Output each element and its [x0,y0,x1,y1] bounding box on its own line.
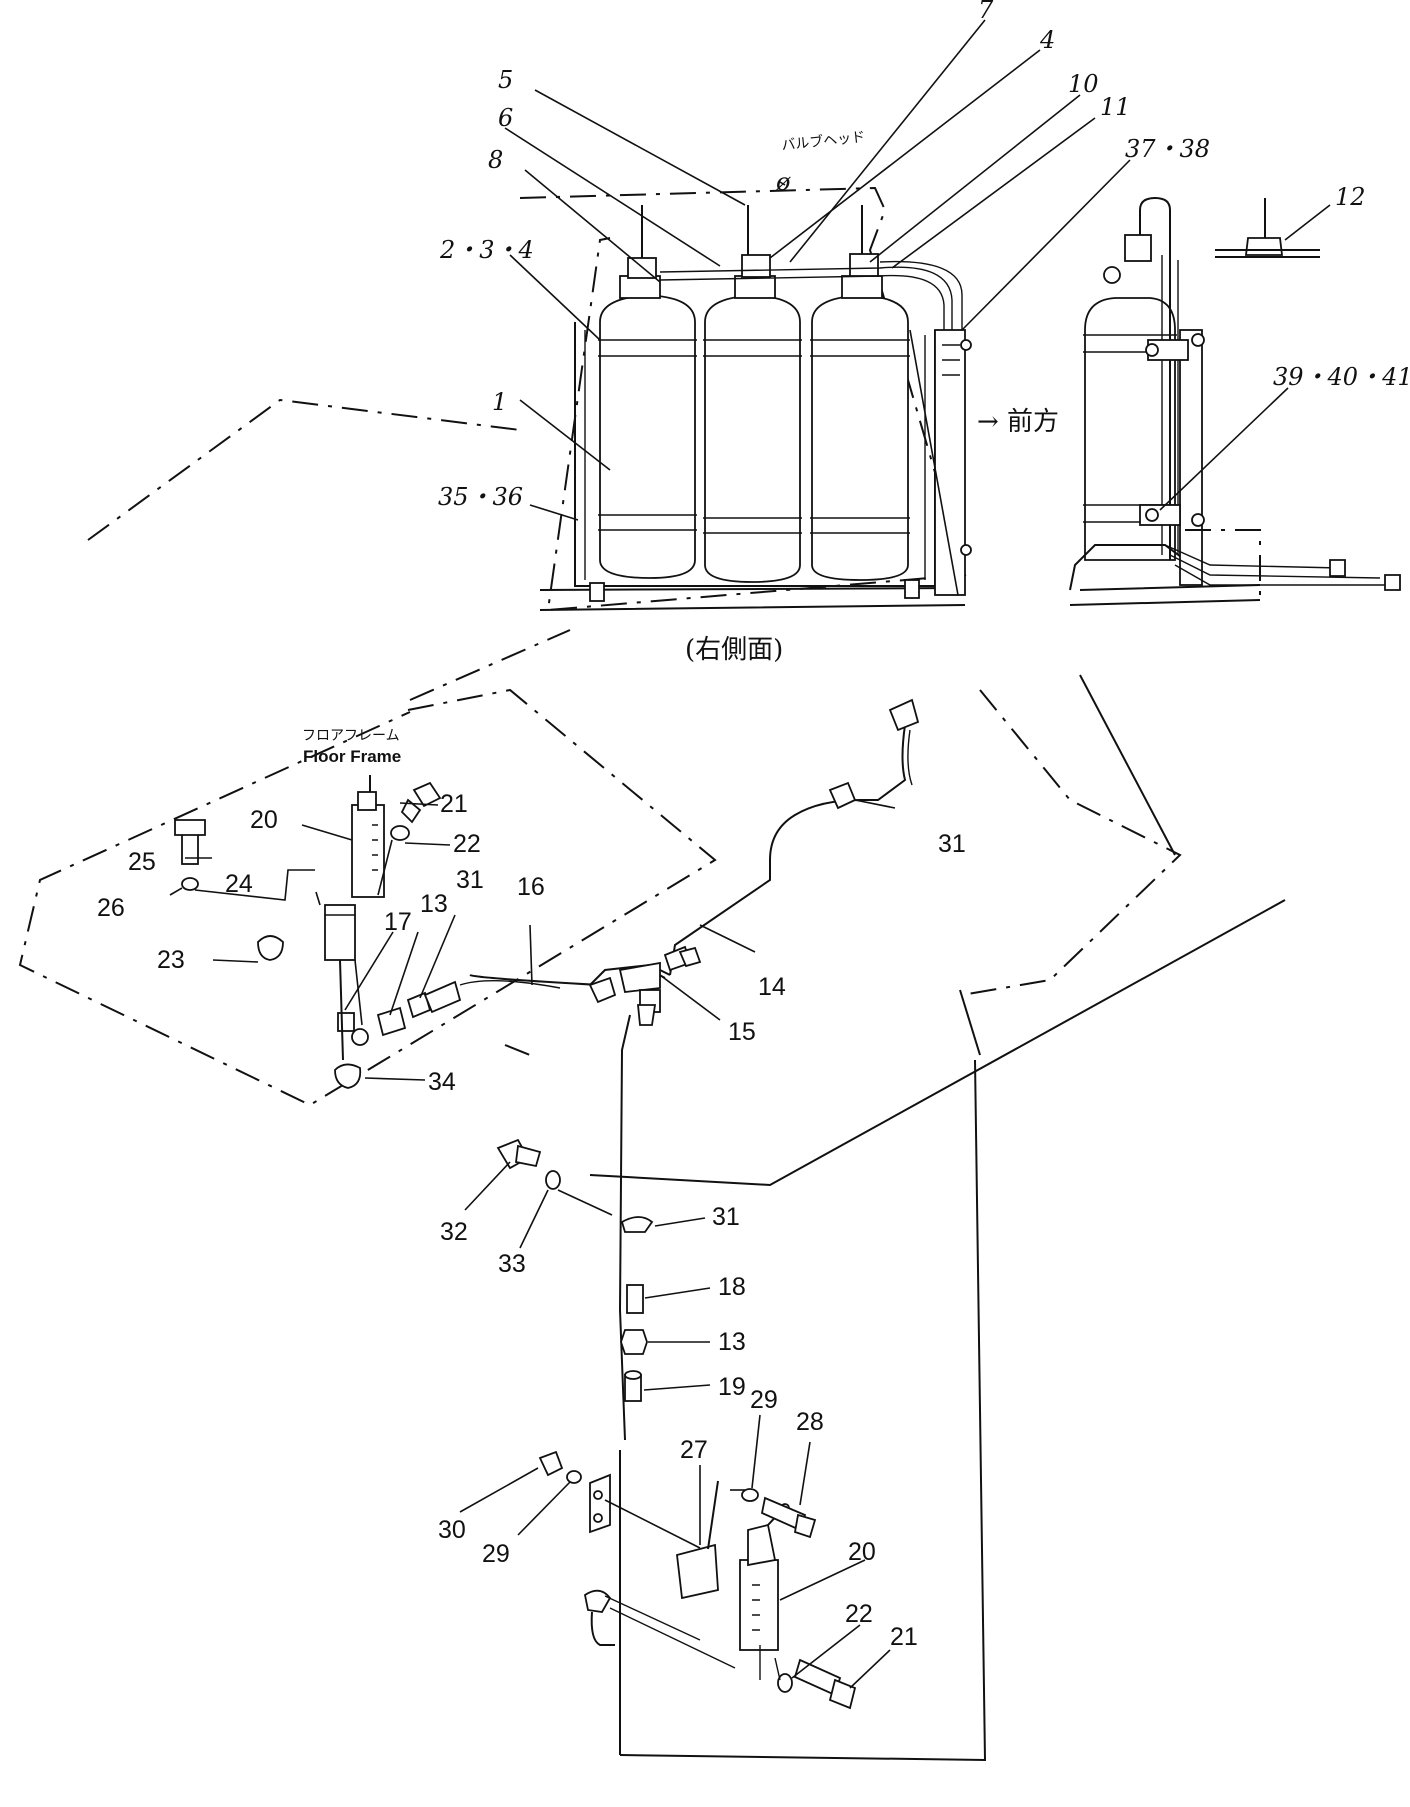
labels-lower: フロアフレーム Floor Frame 21 20 22 25 24 26 23… [97,728,966,1651]
callout-22b: 22 [845,1600,873,1628]
callout-30: 30 [438,1516,466,1544]
callout-39-40-41: 39・40・41 [1273,363,1410,391]
callout-13b: 13 [718,1328,746,1356]
callout-2-3-4: 2・3・4 [439,236,534,264]
callout-29b: 29 [482,1540,510,1568]
callout-22a: 22 [453,830,481,858]
callout-14: 14 [758,973,786,1001]
floor-frame-jp: フロアフレーム [302,728,400,744]
view-caption: (右側面) [685,635,783,665]
callout-24: 24 [225,870,253,898]
leaders-top [504,19,1331,521]
callout-13a: 13 [420,890,448,918]
cylinder-assembly [519,186,972,612]
front-arrow-caption: → 前方 [977,407,1059,437]
callout-16: 16 [517,873,545,901]
labels-top: 7 4 5 10 11 6 バルブヘッド ø 8 37・38 12 2・3・4 … [438,0,1410,665]
callout-35-36: 35・36 [438,483,523,511]
callout-20a: 20 [250,806,278,834]
callout-26: 26 [97,894,125,922]
valve-head-marker: ø [775,168,791,196]
tee-fitting [1215,198,1320,258]
chassis-ref-line [961,689,1182,996]
cylinder-middle [703,205,802,583]
callout-33: 33 [498,1250,526,1278]
callout-27: 27 [680,1436,708,1464]
callout-20b: 20 [848,1538,876,1566]
floor-frame-parts [174,775,561,1089]
lower-parts [496,1138,857,1710]
pipe-route [469,698,920,1441]
callout-28: 28 [796,1408,824,1436]
callout-12: 12 [1335,183,1366,211]
frame-ref-line [87,398,521,541]
callout-4: 4 [1039,26,1055,54]
callout-31a: 31 [456,866,484,894]
callout-31c: 31 [712,1203,740,1231]
callout-23: 23 [157,946,185,974]
callout-31b: 31 [938,830,966,858]
callout-15: 15 [728,1018,756,1046]
callout-10: 10 [1068,70,1099,98]
callout-18: 18 [718,1273,746,1301]
callout-21b: 21 [890,1623,918,1651]
cylinder-left [598,205,697,579]
callout-7: 7 [978,0,994,24]
valve-head-caption: バルブヘッド [781,128,866,154]
callout-32: 32 [440,1218,468,1246]
callout-19: 19 [718,1373,746,1401]
callout-8: 8 [488,146,503,174]
floor-frame-en: Floor Frame [303,747,401,766]
callout-5: 5 [498,66,513,94]
cylinder-side-view [1069,196,1401,606]
floor-frame-panel [18,688,717,1107]
leaders-lower [169,799,896,1689]
callout-21a: 21 [440,790,468,818]
callout-34: 34 [428,1068,456,1096]
fitting-cluster [588,945,702,1026]
cylinder-right [810,205,910,581]
callout-1: 1 [492,388,507,416]
callout-6: 6 [498,104,513,132]
callout-17: 17 [384,908,412,936]
callout-37-38: 37・38 [1125,135,1210,163]
callout-29a: 29 [750,1386,778,1414]
callout-25: 25 [128,848,156,876]
callout-11: 11 [1100,93,1131,121]
